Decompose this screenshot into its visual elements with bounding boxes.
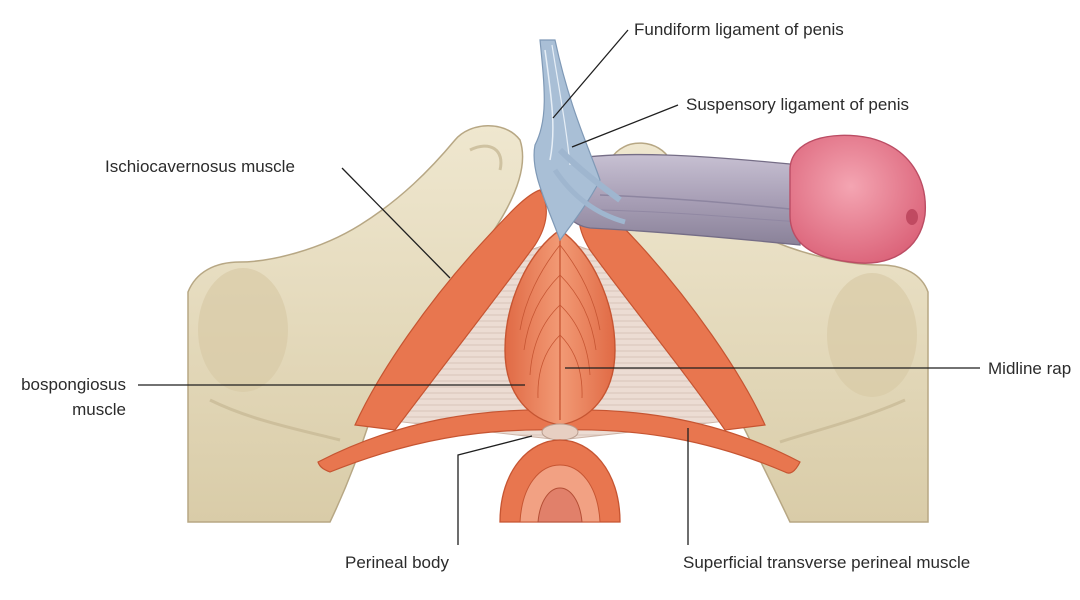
leader-fundiform (552, 29, 629, 119)
label-suspensory-ligament: Suspensory ligament of penis (686, 95, 909, 114)
perineal-body (541, 423, 579, 441)
left-pelvic-bone (187, 125, 524, 523)
leader-ischiocavernosus (341, 167, 451, 279)
label-bulbospongiosus-line1: bospongiosus (21, 375, 126, 394)
leader-perineal-body (457, 435, 533, 545)
label-bulbospongiosus-line2: muscle (72, 400, 126, 419)
label-perineal-body: Perineal body (345, 553, 449, 572)
ligaments (533, 39, 626, 242)
label-superficial-transverse-perineal-muscle: Superficial transverse perineal muscle (683, 553, 970, 572)
label-fundiform-ligament: Fundiform ligament of penis (634, 20, 844, 39)
leader-suspensory (571, 104, 679, 148)
left-ischiocavernosus-muscle (354, 189, 547, 431)
glans-penis (789, 134, 926, 264)
label-ischiocavernosus-muscle: Ischiocavernosus muscle (105, 157, 295, 176)
anal-sphincter (499, 439, 621, 523)
right-pelvic-bone (604, 142, 929, 523)
label-midline-raphe: Midline rap (988, 359, 1071, 378)
